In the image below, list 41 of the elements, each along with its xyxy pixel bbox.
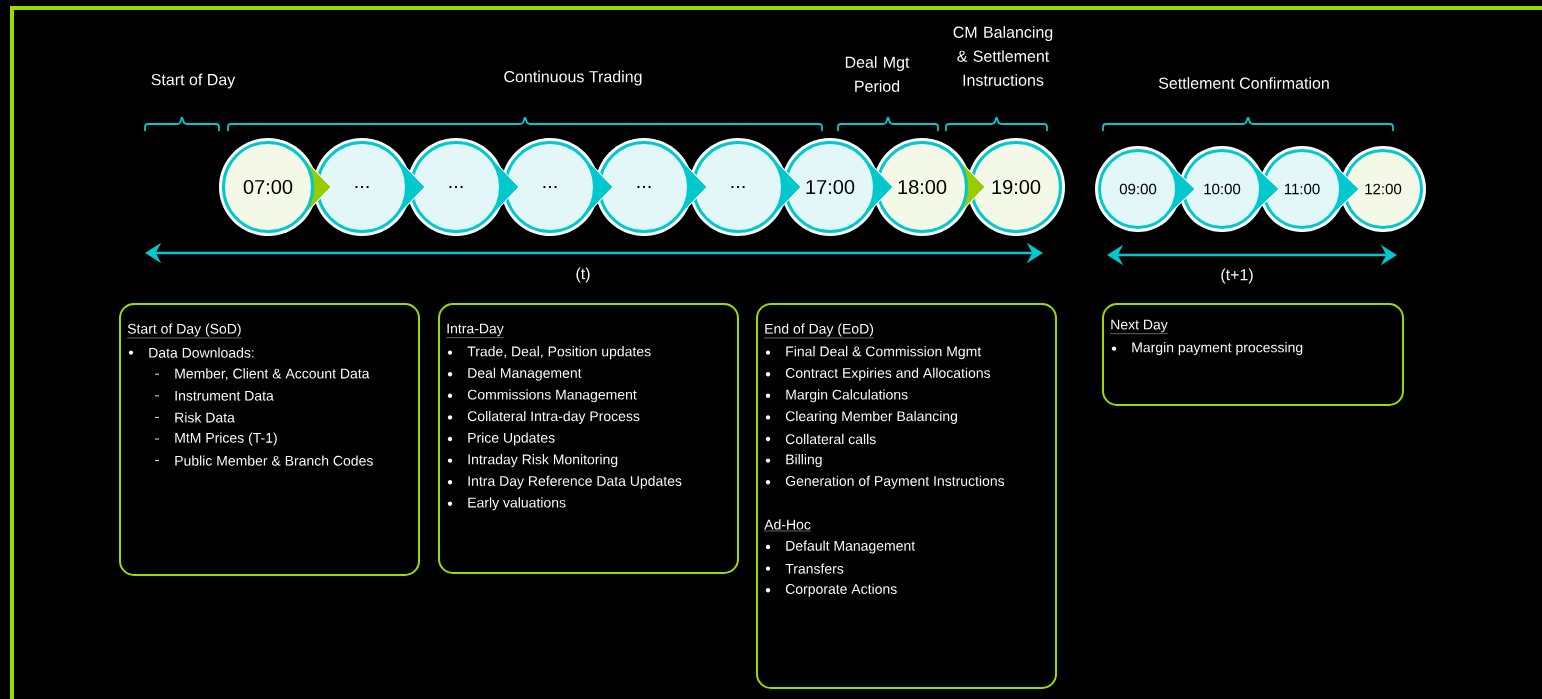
list-item: Margin payment processing bbox=[1132, 342, 1303, 356]
process-box bbox=[438, 303, 739, 574]
process-box bbox=[119, 303, 420, 576]
list-item: Transfers bbox=[785, 563, 844, 574]
phase-label: CM Balancing & Settlement Instructions bbox=[953, 26, 1053, 86]
list-item: Contract Expiries and Allocations bbox=[785, 367, 991, 381]
list-item: Instrument Data bbox=[175, 390, 274, 401]
heading: End of Day (EoD) bbox=[764, 323, 875, 339]
phase-label: (t+1) bbox=[1221, 268, 1253, 284]
heading: Next Day bbox=[1110, 319, 1168, 334]
list-item: Margin Calculations bbox=[786, 389, 908, 403]
list-item: Clearing Member Balancing bbox=[785, 410, 957, 424]
list-item: Intra Day Reference Data Updates bbox=[468, 475, 682, 489]
list-item: Final Deal & Commission Mgmt bbox=[786, 346, 982, 360]
list-item: Price Updates bbox=[468, 432, 555, 446]
heading: Ad-Hoc bbox=[764, 519, 812, 532]
phase-label: Deal Mgt Period bbox=[845, 56, 910, 92]
list-item: Risk Data bbox=[175, 412, 235, 423]
list-item: Data Downloads: bbox=[149, 347, 254, 358]
process-box bbox=[756, 303, 1057, 689]
heading: Intra-Day bbox=[446, 323, 504, 338]
list-item: Commissions Management bbox=[467, 389, 637, 403]
list-item: Corporate Actions bbox=[785, 583, 897, 597]
list-item: Collateral Intra-day Process bbox=[467, 410, 640, 424]
list-item: Collateral calls bbox=[785, 433, 876, 445]
phase-label: (t) bbox=[576, 267, 590, 283]
process-box bbox=[1102, 303, 1404, 406]
list-item: Member, Client & Account Data bbox=[175, 368, 370, 381]
phase-label: Start of Day bbox=[151, 73, 236, 89]
list-item: Billing bbox=[786, 454, 822, 468]
heading: Start of Day (SoD) bbox=[127, 323, 242, 339]
list-item: Generation of Payment Instructions bbox=[785, 475, 1005, 489]
phase-label: Settlement Confirmation bbox=[1158, 77, 1329, 89]
list-item: Public Member & Branch Codes bbox=[175, 455, 373, 466]
list-item: Early valuations bbox=[468, 497, 566, 511]
list-item: Trade, Deal, Position updates bbox=[467, 346, 651, 360]
list-item: Deal Management bbox=[468, 367, 582, 381]
list-item: Default Management bbox=[786, 540, 916, 554]
list-item: Intraday Risk Monitoring bbox=[468, 454, 618, 468]
phase-label: Continuous Trading bbox=[504, 70, 642, 86]
list-item: MtM Prices (T-1) bbox=[175, 432, 277, 446]
